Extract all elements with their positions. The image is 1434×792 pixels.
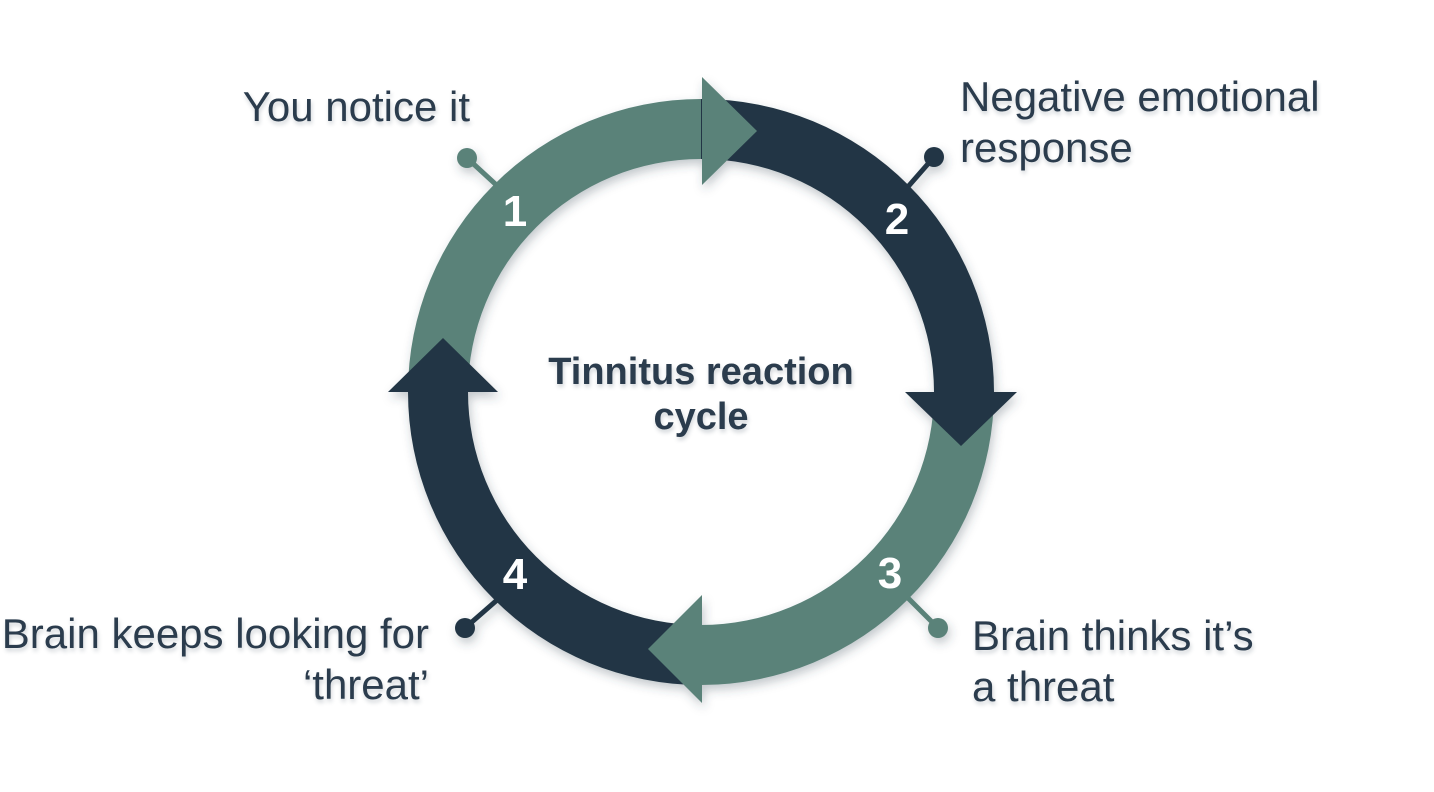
segment-4-arrowhead	[388, 338, 498, 392]
cycle-title: Tinnitus reaction cycle	[451, 350, 951, 440]
segment-2-arrowhead	[905, 392, 1017, 446]
segment-2-number: 2	[885, 195, 909, 244]
callout-1-dot	[457, 148, 477, 168]
segment-3-number: 3	[878, 549, 902, 598]
segment-2-arc	[701, 99, 994, 392]
callout-2-dot	[924, 147, 944, 167]
segment-1-number: 1	[503, 187, 527, 236]
callout-3-dot	[928, 618, 948, 638]
segment-1-arrowhead	[702, 77, 757, 185]
cycle-title-line-2: cycle	[653, 396, 749, 438]
step-1-label-line-1: You notice it	[242, 83, 470, 130]
step-2-label: Negative emotional response	[960, 71, 1320, 173]
step-3-label: Brain thinks it’s a threat	[972, 610, 1254, 712]
step-2-label-line-1: Negative emotional	[960, 73, 1320, 120]
step-3-label-line-2: a threat	[972, 663, 1115, 710]
step-2-label-line-2: response	[960, 124, 1133, 171]
callout-4-dot	[455, 618, 475, 638]
cycle-title-line-1: Tinnitus reaction	[548, 351, 854, 393]
step-4-label-line-1: Brain keeps looking for	[1, 610, 429, 657]
step-1-label: You notice it	[243, 81, 470, 132]
step-4-label: Brain keeps looking for ‘threat’	[2, 608, 429, 710]
step-4-label-line-2: ‘threat’	[302, 661, 429, 708]
segment-3-arrowhead	[648, 595, 702, 703]
segment-4-number: 4	[503, 550, 528, 599]
step-3-label-line-1: Brain thinks it’s	[972, 612, 1254, 659]
